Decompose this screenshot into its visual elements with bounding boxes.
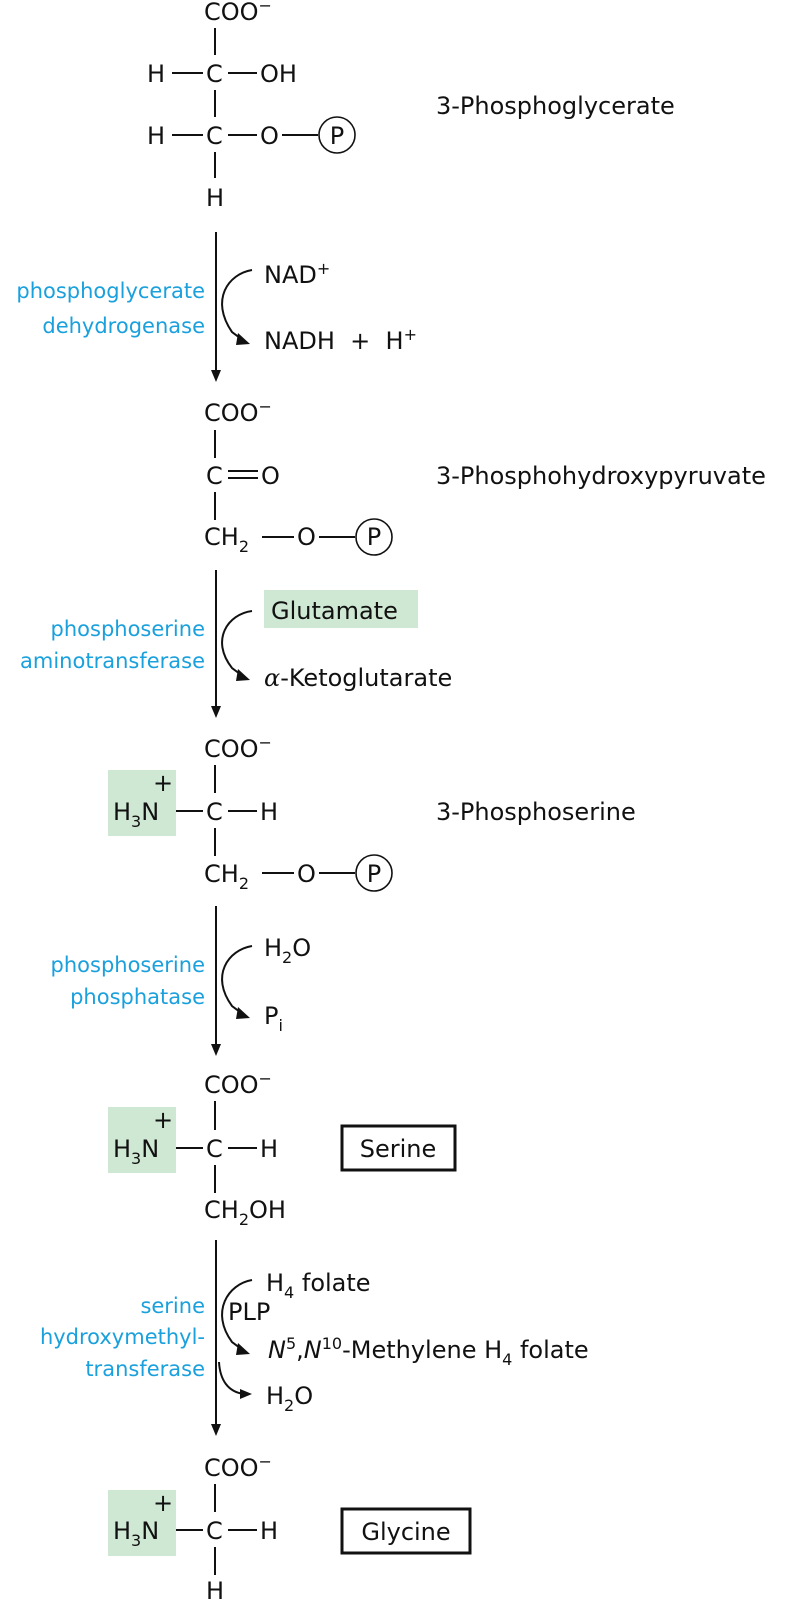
- molecule-3-phosphoserine: COO− + H3N C H CH2 O P: [108, 733, 393, 893]
- carboxylate-label: COO−: [204, 1069, 272, 1099]
- molecule-serine: COO− + H3N C H CH2OH: [108, 1069, 286, 1229]
- enzyme-label-line1: phosphoserine: [51, 617, 205, 641]
- molecule-name-3-phosphoserine: 3-Phosphoserine: [436, 798, 636, 826]
- cofactor-curve-arrow: [221, 269, 253, 342]
- arrowhead: [211, 370, 221, 382]
- phosphate-circle: [355, 854, 393, 892]
- carboxylate-label: COO−: [204, 397, 272, 427]
- atom-h: H: [260, 798, 278, 826]
- reaction-step-1: phosphoglycerate dehydrogenase NAD+ NADH…: [16, 232, 417, 382]
- arrowhead: [236, 1007, 250, 1019]
- amino-group-highlight: [108, 1107, 176, 1173]
- group-ch2oh: CH2OH: [204, 1196, 286, 1229]
- atom-c: C: [206, 798, 223, 826]
- atom-o: O: [261, 462, 280, 490]
- charge-plus: +: [153, 1106, 173, 1134]
- glycine-name-box: [340, 1507, 472, 1555]
- coproduct-nadh: NADH + H+: [264, 325, 417, 355]
- charge-plus: +: [153, 1489, 173, 1517]
- atom-h: H: [206, 184, 224, 212]
- molecule-3-phosphoglycerate: COO− H C OH H C O P H: [147, 0, 356, 212]
- reaction-step-4: serine hydroxymethyl- transferase PLP H4…: [40, 1240, 589, 1436]
- atom-c: C: [206, 122, 223, 150]
- atom-c: C: [206, 1517, 223, 1545]
- atom-o: O: [297, 860, 316, 888]
- serine-name-box: [340, 1124, 457, 1172]
- amino-group-highlight: [108, 1490, 176, 1556]
- phosphate-label: P: [367, 523, 381, 551]
- atom-c: C: [206, 1135, 223, 1163]
- molecule-3-phosphohydroxypyruvate: COO− C O CH2 O P: [204, 397, 393, 556]
- cofactor-curve-arrow: [221, 1279, 253, 1352]
- enzyme-label-line2: hydroxymethyl-: [40, 1325, 205, 1349]
- group-h3n: H3N: [113, 798, 159, 831]
- carboxylate-label: COO−: [204, 0, 272, 26]
- phosphate-circle: [318, 116, 356, 154]
- group-h3n: H3N: [113, 1517, 159, 1550]
- carboxylate-label: COO−: [204, 733, 272, 763]
- atom-c: C: [206, 60, 223, 88]
- cosubstrate-h4-folate: H4 folate: [266, 1269, 371, 1302]
- coproduct-methylene-h4-folate: N5,N10-Methylene H4 folate: [268, 1334, 589, 1369]
- glutamate-highlight: [264, 590, 418, 628]
- atom-o: O: [297, 523, 316, 551]
- cosubstrate-glutamate: Glutamate: [271, 597, 398, 625]
- enzyme-label-line3: transferase: [85, 1357, 205, 1381]
- coproduct-phosphate: Pi: [264, 1002, 283, 1035]
- phosphate-label: P: [367, 860, 381, 888]
- atom-oh: OH: [260, 60, 297, 88]
- cofactor-curve-arrow: [221, 945, 253, 1016]
- cosubstrate-water: H2O: [264, 934, 311, 967]
- atom-h: H: [147, 122, 165, 150]
- arrowhead: [211, 1044, 221, 1056]
- group-ch2: CH2: [204, 860, 249, 893]
- enzyme-label-line1: phosphoserine: [51, 953, 205, 977]
- reaction-step-2: phosphoserine aminotransferase Glutamate…: [20, 570, 452, 718]
- cofactor-curve-arrow: [221, 610, 253, 678]
- cosubstrate-nad: NAD+: [264, 259, 330, 289]
- atom-h: H: [147, 60, 165, 88]
- atom-h: H: [260, 1517, 278, 1545]
- charge-plus: +: [153, 769, 173, 797]
- molecule-name-3-phosphohydroxypyruvate: 3-Phosphohydroxypyruvate: [436, 462, 766, 490]
- phosphate-label: P: [330, 122, 344, 150]
- arrowhead: [236, 333, 250, 345]
- enzyme-label-line2: phosphatase: [70, 985, 205, 1009]
- arrowhead: [211, 706, 221, 718]
- reaction-step-3: phosphoserine phosphatase H2O Pi: [51, 906, 311, 1056]
- enzyme-label-line1: phosphoglycerate: [16, 279, 205, 303]
- enzyme-label-line2: dehydrogenase: [42, 314, 205, 338]
- molecule-name-3-phosphoglycerate: 3-Phosphoglycerate: [436, 92, 675, 120]
- carboxylate-label: COO−: [204, 1452, 272, 1482]
- atom-h: H: [260, 1135, 278, 1163]
- molecule-name-serine: Serine: [360, 1135, 437, 1163]
- atom-o: O: [260, 122, 279, 150]
- enzyme-label-line2: aminotransferase: [20, 649, 205, 673]
- group-h3n: H3N: [113, 1135, 159, 1168]
- molecule-glycine: COO− + H3N C H H: [108, 1452, 278, 1600]
- amino-group-highlight: [108, 770, 176, 836]
- arrowhead: [236, 669, 250, 681]
- arrowhead: [211, 1424, 221, 1436]
- enzyme-label-line1: serine: [140, 1294, 205, 1318]
- cofactor-plp: PLP: [228, 1298, 270, 1326]
- atom-c: C: [206, 462, 223, 490]
- atom-h: H: [206, 1577, 224, 1600]
- arrowhead: [240, 1389, 252, 1399]
- molecule-name-glycine: Glycine: [361, 1518, 450, 1546]
- arrowhead: [236, 1343, 250, 1355]
- coproduct-alpha-ketoglutarate: α-Ketoglutarate: [264, 664, 452, 692]
- group-ch2: CH2: [204, 523, 249, 556]
- phosphate-circle: [355, 518, 393, 556]
- coproduct-water: H2O: [266, 1382, 313, 1415]
